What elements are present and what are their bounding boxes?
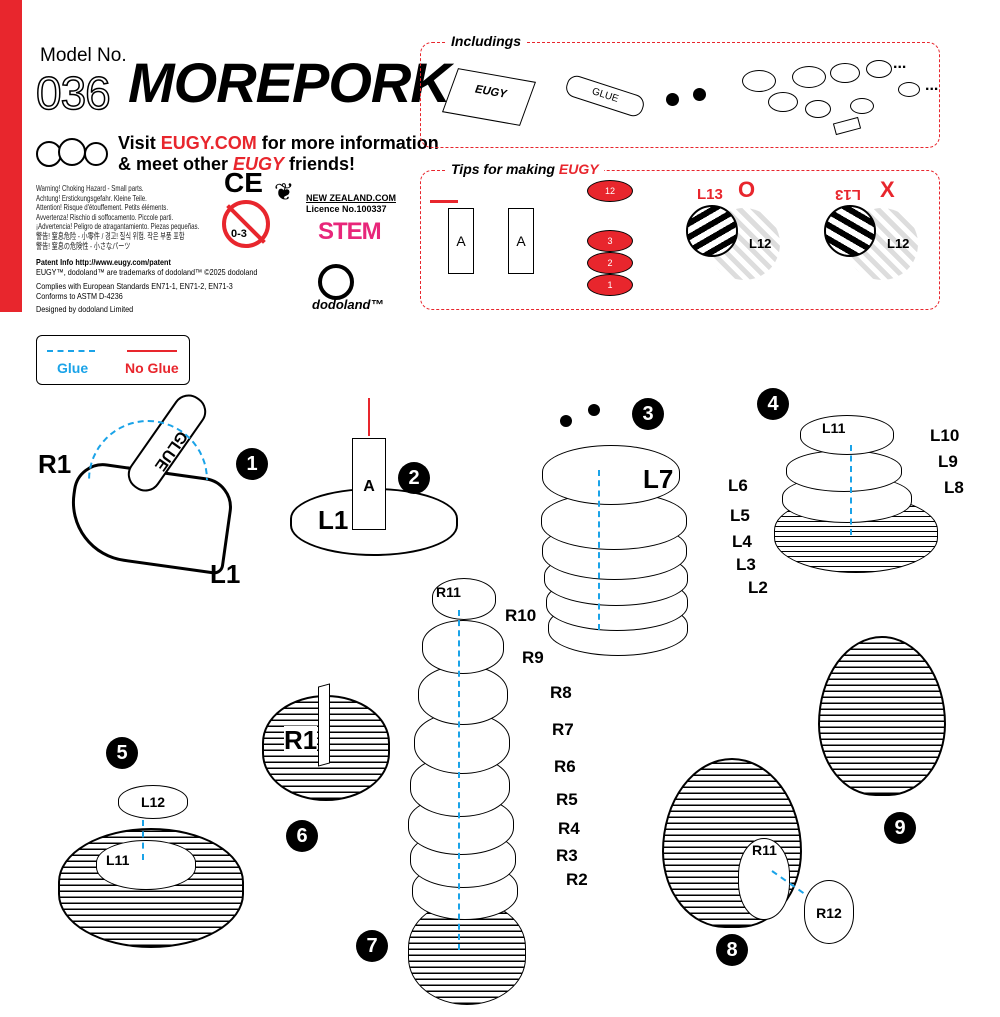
tip-label-l13-flipped: L13: [835, 186, 861, 203]
piece-r12: R12: [804, 880, 854, 944]
step-number-9: 9: [884, 812, 916, 844]
label-l5: L5: [730, 506, 750, 525]
label-l7: L7: [643, 464, 674, 494]
step-number-1: 1: [236, 448, 268, 480]
red-side-bar: [0, 0, 22, 312]
label-l2: L2: [748, 578, 768, 597]
step-number-8: 8: [716, 934, 748, 966]
piece-a: A: [352, 438, 386, 530]
fern-icon: ❦: [274, 179, 295, 206]
tip-label-l12: L12: [887, 236, 910, 251]
eye-bead-icon: [693, 88, 706, 101]
label-r8: R8: [550, 683, 572, 702]
label-l8: L8: [944, 478, 964, 497]
red-arrow-icon: [430, 200, 458, 203]
stripe-piece-icon: [824, 205, 876, 257]
label-r4: R4: [558, 819, 580, 838]
tips-box: [420, 170, 940, 310]
wrong-mark: X: [880, 177, 895, 202]
ce-mark: CE: [224, 167, 263, 198]
eugy-link[interactable]: EUGY.COM: [160, 133, 257, 153]
legal-info: Patent Info http://www.eugy.com/patent E…: [36, 257, 258, 314]
label-r7: R7: [552, 720, 574, 739]
label-r11: R11: [752, 842, 777, 858]
no-glue-arrow-icon: [127, 350, 177, 352]
label-r6: R6: [554, 757, 576, 776]
tips-title: Tips for making EUGY: [446, 161, 604, 177]
label-l1: L1: [210, 559, 241, 589]
includings-box: [420, 42, 940, 148]
step-number-4: 4: [757, 388, 789, 420]
label-l11: L11: [822, 420, 846, 436]
age-warning-icon: 0-3: [222, 200, 270, 248]
label-r1: R1: [284, 725, 318, 755]
label-l9: L9: [938, 452, 958, 471]
dodo-logo-icon: [318, 264, 354, 300]
glue-legend: Glue No Glue: [36, 335, 190, 385]
piece-r11: [738, 838, 790, 920]
step-number-3: 3: [632, 398, 664, 430]
step-number-7: 7: [356, 930, 388, 962]
model-number: 036: [35, 67, 111, 119]
includings-title: Includings: [446, 33, 526, 49]
correct-mark: O: [738, 177, 756, 202]
eye-bead-icon: [560, 415, 572, 427]
stem-logo: STEM: [318, 218, 382, 245]
label-r11: R11: [436, 584, 461, 600]
label-l11: L11: [106, 852, 130, 868]
eye-bead-icon: [666, 93, 679, 106]
glue-arrow-icon: [47, 350, 95, 352]
label-r10: R10: [505, 606, 537, 625]
step-number-6: 6: [286, 820, 318, 852]
stripe-piece-icon: [686, 205, 738, 257]
label-l10: L10: [930, 426, 960, 445]
label-r3: R3: [556, 846, 578, 865]
step-number-5: 5: [106, 737, 138, 769]
piece-a-inserted: [318, 683, 330, 767]
label-r9: R9: [522, 648, 544, 667]
label-r5: R5: [556, 790, 578, 809]
eugy-faces-icon: [36, 138, 108, 167]
red-arrow: [368, 398, 370, 436]
step9-finished-morepork: [818, 636, 946, 796]
label-r2: R2: [566, 870, 588, 889]
warnings: Warning! Choking Hazard - Small parts.Ac…: [36, 183, 200, 251]
label-l6: L6: [728, 476, 748, 495]
tip-piece-done: A: [508, 208, 534, 274]
piece-l12: L12: [118, 785, 188, 819]
model-label: Model No.: [40, 45, 127, 66]
label-l3: L3: [736, 555, 756, 574]
step-number-2: 2: [398, 462, 430, 494]
tip-piece-insert: A: [448, 208, 474, 274]
tip-label-l12: L12: [749, 236, 772, 251]
page-title: MOREPORK: [128, 51, 451, 114]
eye-bead-icon: [588, 404, 600, 416]
piece-l11: [96, 840, 196, 890]
visit-text: Visit EUGY.COM for more information & me…: [118, 133, 439, 174]
label-r1: R1: [38, 449, 72, 479]
dodoland-logo: dodoland™: [312, 297, 384, 312]
tip-label-l13: L13: [697, 186, 723, 203]
label-l1: L1: [318, 505, 349, 535]
label-l4: L4: [732, 532, 752, 551]
